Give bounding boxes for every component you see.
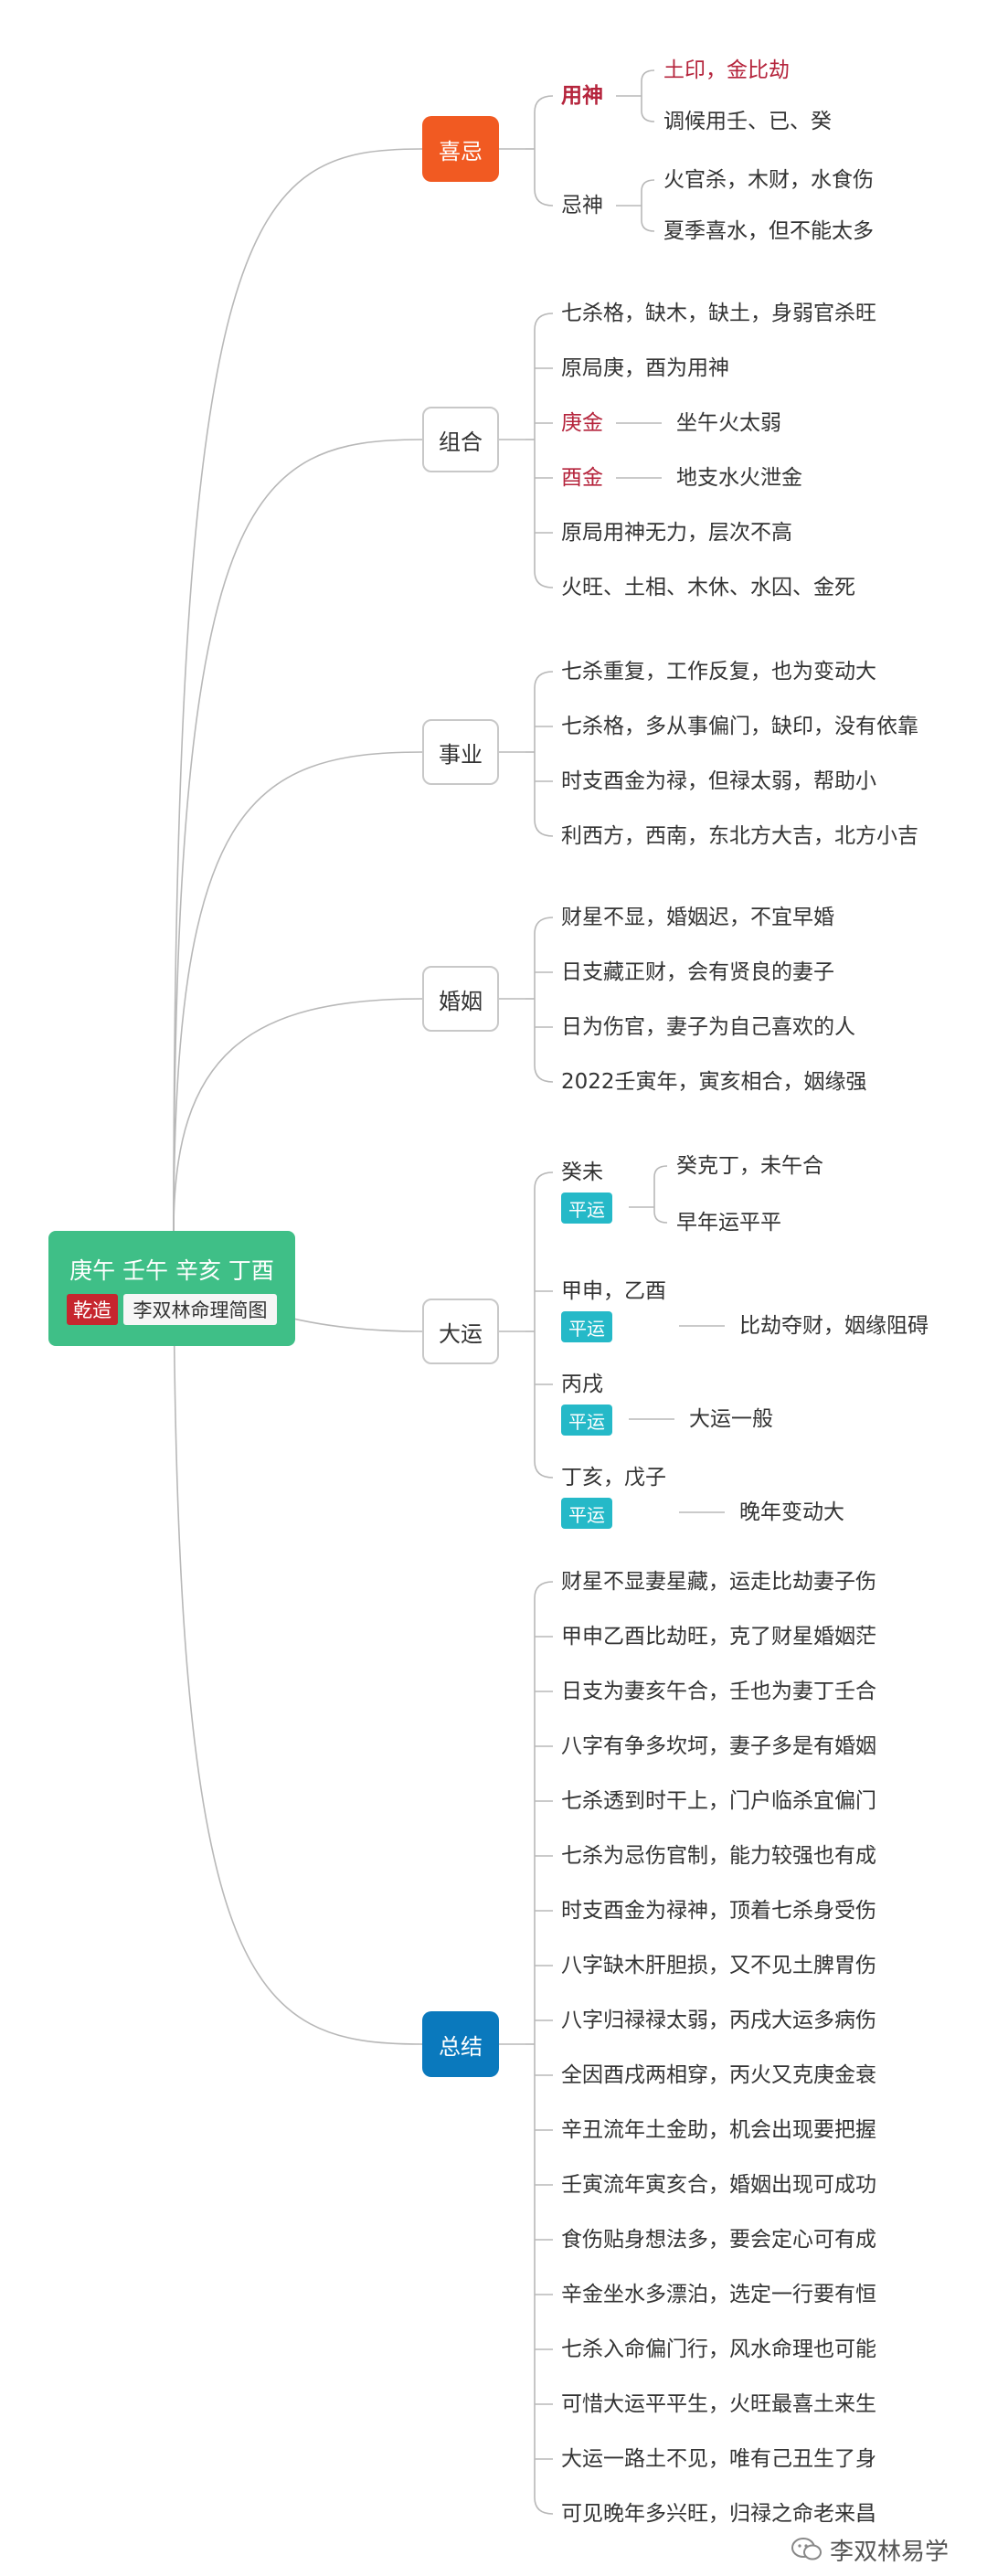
root-title: 庚午 壬午 辛亥 丁酉: [69, 1257, 274, 1284]
root-label: 李双林命理简图: [123, 1294, 277, 1325]
zongjie-item: 甲申乙酉比劫旺，克了财星婚姻茫: [561, 1625, 876, 1648]
zuhe-item: 原局用神无力，层次不高: [561, 521, 792, 545]
zongjie-item: 七杀为忌伤官制，能力较强也有成: [561, 1844, 876, 1868]
category-zongjie[interactable]: 总结: [422, 2011, 499, 2077]
dayun-subitem: 癸克丁，未午合: [676, 1154, 823, 1178]
hunyin-item: 财星不显，婚姻迟，不宜早婚: [561, 906, 834, 929]
zongjie-item: 时支酉金为禄神，顶着七杀身受伤: [561, 1899, 876, 1923]
xiji-subitem: 调候用壬、已、癸: [663, 110, 832, 133]
badge-ping-yun: 平运: [561, 1193, 612, 1224]
zongjie-item: 大运一路土不见，唯有己丑生了身: [561, 2447, 876, 2471]
dayun-subitem: 晚年变动大: [739, 1500, 844, 1524]
link: [534, 1171, 554, 1479]
dayun-subitem: 早年运平平: [676, 1211, 781, 1235]
category-shiye[interactable]: 事业: [422, 719, 499, 785]
root-tag: 乾造: [67, 1294, 118, 1325]
hunyin-item: 日为伤官，妻子为自己喜欢的人: [561, 1015, 855, 1039]
link: [534, 313, 554, 588]
link: [534, 95, 554, 207]
zuhe-subitem: 地支水火泄金: [676, 466, 802, 490]
link: [534, 917, 554, 1083]
dayun-item: 甲申，乙酉: [561, 1279, 666, 1303]
link: [534, 1581, 554, 2515]
zongjie-item: 辛丑流年土金助，机会出现要把握: [561, 2118, 876, 2142]
badge-ping-yun: 平运: [561, 1405, 612, 1436]
link: [653, 1165, 668, 1224]
wechat-icon: [791, 2538, 822, 2560]
link: [173, 1230, 423, 2045]
link: [641, 179, 655, 232]
dayun-item: 癸未: [561, 1161, 603, 1184]
zongjie-item: 日支为妻亥午合，壬也为妻丁壬合: [561, 1680, 876, 1703]
zongjie-item: 八字有争多坎坷，妻子多是有婚姻: [561, 1734, 876, 1758]
zongjie-item: 七杀透到时干上，门户临杀宜偏门: [561, 1789, 876, 1813]
category-zuhe[interactable]: 组合: [422, 407, 499, 472]
category-hunyin[interactable]: 婚姻: [422, 966, 499, 1032]
zuhe-item: 庚金: [561, 411, 603, 435]
dayun-subitem: 比劫夺财，姻缘阻碍: [739, 1314, 929, 1338]
zongjie-item: 食伤贴身想法多，要会定心可有成: [561, 2228, 876, 2252]
xiji-subitem: 火官杀，木财，水食伤: [663, 168, 874, 192]
link: [173, 998, 423, 1232]
hunyin-item: 日支藏正财，会有贤良的妻子: [561, 960, 834, 984]
shiye-item: 时支酉金为禄，但禄太弱，帮助小: [561, 769, 876, 793]
zuhe-subitem: 坐午火太弱: [676, 411, 781, 435]
badge-ping-yun: 平运: [561, 1498, 612, 1529]
link: [173, 751, 423, 1232]
root-node[interactable]: 庚午 壬午 辛亥 丁酉 乾造 李双林命理简图: [48, 1231, 295, 1346]
dayun-subitem: 大运一般: [689, 1407, 773, 1431]
xiji-subitem: 夏季喜水，但不能太多: [663, 219, 874, 243]
zongjie-item: 全因酉戌两相穿，丙火又克庚金衰: [561, 2063, 876, 2087]
shiye-item: 利西方，西南，东北方大吉，北方小吉: [561, 824, 918, 848]
zongjie-item: 辛金坐水多漂泊，选定一行要有恒: [561, 2283, 876, 2306]
zongjie-item: 财星不显妻星藏，运走比劫妻子伤: [561, 1570, 876, 1594]
xiji-item: 忌神: [561, 194, 603, 217]
xiji-subitem: 土印，金比劫: [663, 58, 790, 82]
zongjie-item: 八字归禄禄太弱，丙戌大运多病伤: [561, 2009, 876, 2032]
shiye-item: 七杀重复，工作反复，也为变动大: [561, 660, 876, 684]
shiye-item: 七杀格，多从事偏门，缺印，没有依靠: [561, 715, 918, 738]
link: [534, 671, 554, 837]
dayun-item: 丁亥，戊子: [561, 1466, 666, 1489]
link: [173, 148, 423, 1232]
category-xiji[interactable]: 喜忌: [422, 116, 499, 182]
link: [641, 69, 655, 122]
zuhe-item: 原局庚，酉为用神: [561, 356, 729, 380]
dayun-item: 丙戌: [561, 1373, 603, 1396]
zuhe-item: 酉金: [561, 466, 603, 490]
hunyin-item: 2022壬寅年，寅亥相合，姻缘强: [561, 1070, 867, 1094]
zuhe-item: 火旺、土相、木休、水囚、金死: [561, 576, 855, 599]
xiji-item: 用神: [561, 84, 603, 108]
category-dayun[interactable]: 大运: [422, 1299, 499, 1364]
zuhe-item: 七杀格，缺木，缺土，身弱官杀旺: [561, 302, 876, 325]
zongjie-item: 八字缺木肝胆损，又不见土脾胃伤: [561, 1954, 876, 1977]
zongjie-item: 七杀入命偏门行，风水命理也可能: [561, 2337, 876, 2361]
zongjie-item: 可见晚年多兴旺，归禄之命老来昌: [561, 2502, 876, 2526]
link: [173, 439, 423, 1232]
zongjie-item: 可惜大运平平生，火旺最喜土来生: [561, 2392, 876, 2416]
badge-ping-yun: 平运: [561, 1311, 612, 1342]
zongjie-item: 壬寅流年寅亥合，婚姻出现可成功: [561, 2173, 876, 2197]
watermark: 李双林易学: [830, 2539, 950, 2566]
